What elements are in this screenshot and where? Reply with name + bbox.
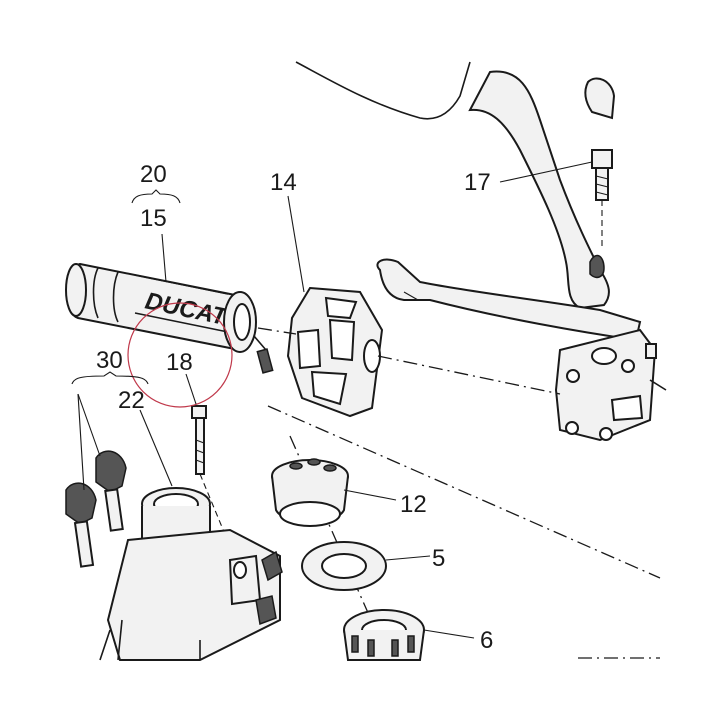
callout-12: 12 [400,491,427,518]
part-6-bearing [343,609,425,661]
callout-5: 5 [432,545,445,572]
callout-17: 17 [464,169,491,196]
part-22-ignition-switch [99,487,283,661]
part-30-keys [65,450,127,568]
callout-18: 18 [166,349,193,376]
highlight-circle [127,302,233,408]
callout-30: 30 [96,347,123,374]
callout-14: 14 [270,169,297,196]
leader-lines [71,161,593,639]
part-14-switch-housing [286,286,384,418]
callout-6: 6 [480,627,493,654]
callout-15: 15 [140,205,167,232]
part-17-screw [584,77,616,250]
callout-20: 20 [140,161,167,188]
part-15-grip: DUCATI [65,262,274,374]
part-12-bearing-cap [271,458,349,527]
callout-22: 22 [118,387,145,414]
master-cylinder-clamp [554,328,667,442]
part-5-washer [301,541,387,591]
